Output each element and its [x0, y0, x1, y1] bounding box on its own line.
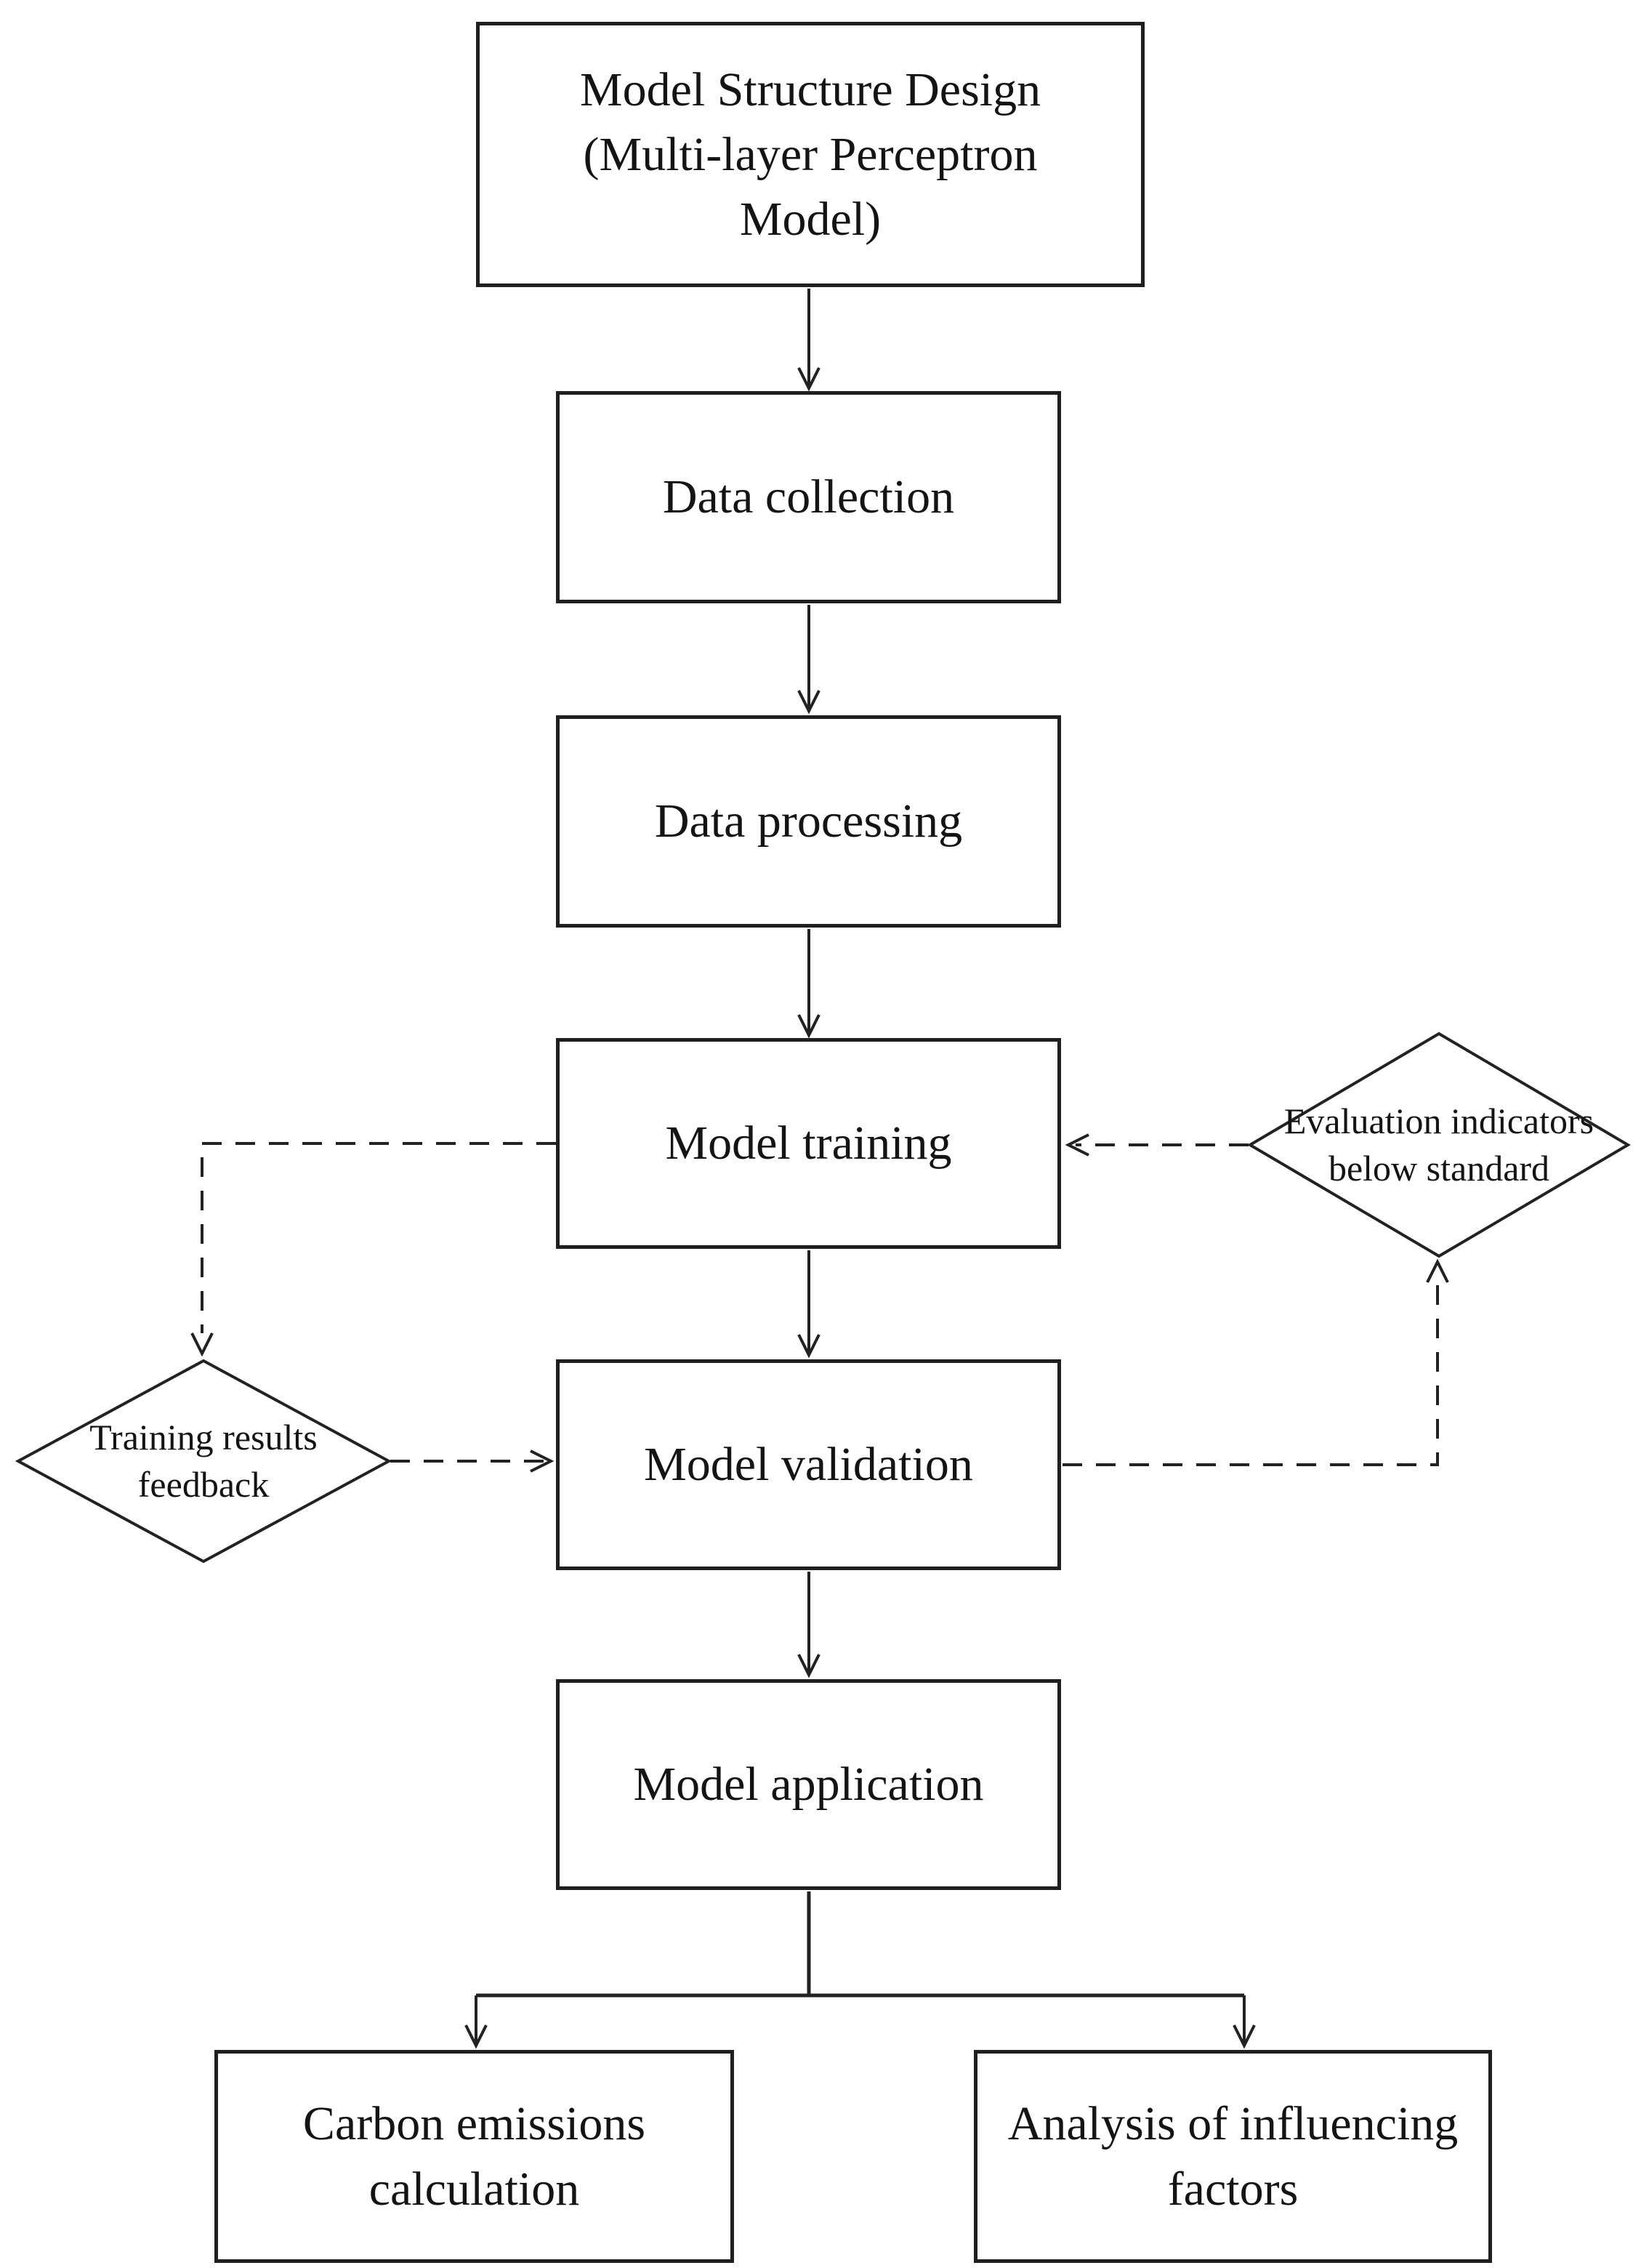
node-data-processing: Data processing	[556, 715, 1061, 928]
diamond-evaluation-indicators-below-standard: Evaluation indicators below standard	[1257, 1072, 1621, 1218]
arrow-collection-to-processing	[797, 605, 820, 715]
node-label: Model training	[665, 1117, 952, 1170]
arrow-split-to-analysis	[1233, 2024, 1256, 2049]
diamond-feedback-shape	[15, 1359, 392, 1564]
node-label: Model validation	[644, 1438, 973, 1492]
node-analysis-of-influencing-factors: Analysis of influencing factors	[974, 2050, 1492, 2263]
node-label: Carbon emissions calculation	[302, 2097, 646, 2216]
node-label: Data processing	[654, 795, 963, 848]
node-data-collection: Data collection	[556, 391, 1061, 603]
arrow-processing-to-training	[797, 929, 820, 1039]
arrow-structure-to-collection	[797, 289, 820, 392]
diamond-label-text: Training results feedback	[89, 1417, 318, 1505]
arrow-training-to-validation	[797, 1250, 820, 1359]
connector-application-split	[475, 1891, 1246, 2044]
node-carbon-emissions-calculation: Carbon emissions calculation	[214, 2050, 734, 2263]
dashed-arrow-feedback-to-validation	[390, 1449, 555, 1473]
arrow-split-to-carbon	[464, 2024, 488, 2049]
diamond-training-results-feedback: Training results feedback	[22, 1388, 385, 1534]
dashed-arrow-validation-to-evaluation	[1063, 1258, 1449, 1466]
arrow-validation-to-application	[797, 1572, 820, 1678]
diamond-evaluation-shape	[1247, 1032, 1631, 1258]
node-model-training: Model training	[556, 1038, 1061, 1249]
node-label: Model Structure Design (Multi-layer Perc…	[579, 63, 1041, 246]
dashed-arrow-training-to-feedback	[190, 1142, 556, 1357]
node-model-validation: Model validation	[556, 1359, 1061, 1570]
node-model-structure-design: Model Structure Design (Multi-layer Perc…	[476, 22, 1145, 287]
dashed-arrow-evaluation-to-training	[1065, 1133, 1249, 1157]
node-label: Data collection	[662, 470, 955, 524]
node-label: Model application	[633, 1758, 984, 1811]
node-model-application: Model application	[556, 1679, 1061, 1890]
diamond-label-text: Evaluation indicators below standard	[1283, 1101, 1594, 1189]
node-label: Analysis of influencing factors	[1007, 2097, 1459, 2216]
